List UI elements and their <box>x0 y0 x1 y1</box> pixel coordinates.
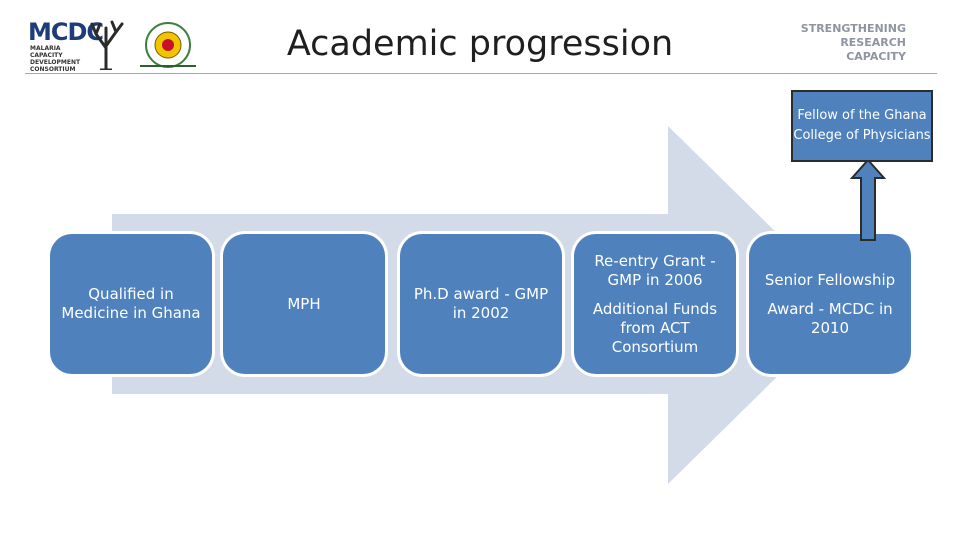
stage-reentry-grant: Re-entry Grant - GMP in 2006 Additional … <box>574 234 736 374</box>
up-arrow-icon <box>849 158 887 241</box>
stage-senior-fellowship: Senior Fellowship Award - MCDC in 2010 <box>749 234 911 374</box>
header-divider <box>25 73 937 74</box>
slide-header: MCDC MALARIA CAPACITY DEVELOPMENT CONSOR… <box>0 0 960 76</box>
stage-text: MPH <box>287 294 321 313</box>
stage-text: Qualified in Medicine in Ghana <box>61 285 201 322</box>
stage-qualified-medicine: Qualified in Medicine in Ghana <box>50 234 212 374</box>
tree-icon <box>90 20 124 70</box>
logo-line: CAPACITY <box>846 50 906 63</box>
logo-line: STRENGTHENING <box>800 22 906 35</box>
stage-text: Re-entry Grant - GMP in 2006 <box>594 251 716 289</box>
fellow-ghana-college-box: Fellow of the Ghana College of Physician… <box>791 90 933 162</box>
stage-phd: Ph.D award - GMP in 2002 <box>400 234 562 374</box>
stage-text: Ph.D award - GMP in 2002 <box>413 285 549 322</box>
stage-text-secondary: Additional Funds from ACT Consortium <box>592 299 718 356</box>
logo-line: RESEARCH <box>840 36 906 49</box>
strengthening-research-capacity-logo: STRENGTHENING RESEARCH CAPACITY <box>800 22 906 64</box>
slide-title: Academic progression <box>286 24 674 64</box>
stage-text-secondary: Award - MCDC in 2010 <box>767 299 893 337</box>
stage-text: Senior Fellowship <box>764 270 896 289</box>
ghana-seal-icon <box>140 22 196 68</box>
stage-mph: MPH <box>223 234 385 374</box>
mcdc-logo-subtitle: MALARIA CAPACITY DEVELOPMENT CONSORTIUM <box>30 45 81 73</box>
